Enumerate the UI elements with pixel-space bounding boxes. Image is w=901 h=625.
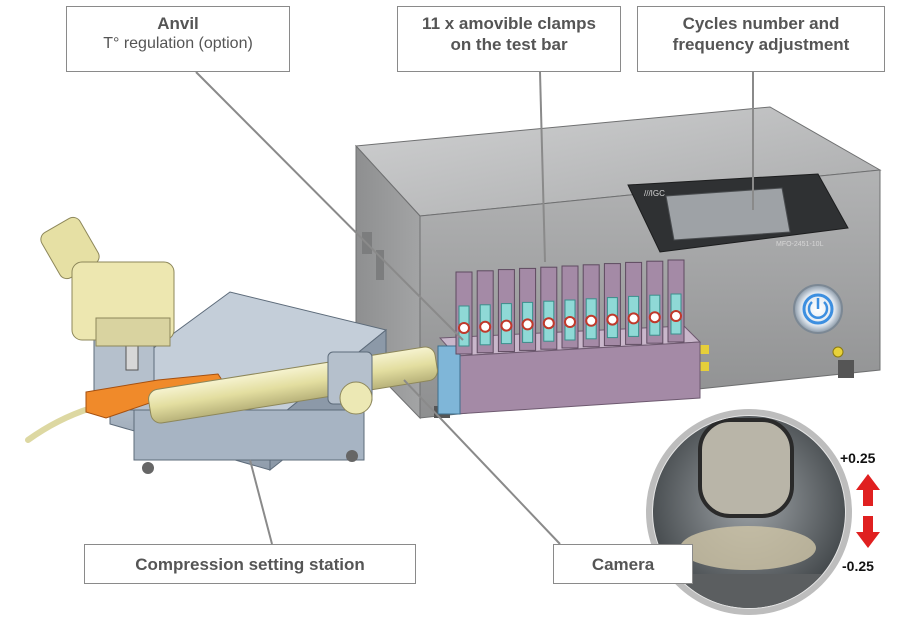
brand-logo: ///IGC (644, 189, 665, 198)
microscope-head (40, 216, 175, 347)
test-bar-clamp (540, 266, 558, 350)
leader-compression (249, 459, 273, 545)
compression-label: Compression setting station (135, 555, 365, 574)
cycles-line-2: frequency adjustment (672, 35, 850, 55)
scale-minus-label: -0.25 (842, 558, 874, 574)
camera-cylinder (148, 346, 438, 424)
leader-lines (195, 71, 754, 545)
clamp-row (455, 259, 685, 355)
model-plate: MFO-2451-10L (776, 241, 824, 248)
camera-view-inset (646, 409, 852, 615)
leader-anvil (195, 71, 464, 341)
arrow-down-icon (856, 516, 880, 548)
leader-camera (403, 379, 561, 545)
connector (697, 362, 709, 371)
test-bar-clamp (582, 264, 600, 348)
compression-callout: Compression setting station (84, 544, 416, 584)
side-vent (376, 250, 384, 280)
clamps-callout: 11 x amovible clamps on the test bar (397, 6, 621, 72)
test-bar-clamp (625, 261, 643, 345)
test-bar-clamp (603, 263, 621, 347)
anvil-pin (125, 343, 139, 371)
status-led (832, 346, 844, 358)
anvil-callout: Anvil T° regulation (option) (66, 6, 290, 72)
connector (697, 345, 709, 354)
arrow-up-icon (856, 474, 880, 506)
station-foot (142, 462, 154, 474)
test-bar-clamp (497, 269, 515, 353)
test-bar-clamp (476, 270, 494, 354)
anvil-subtitle: T° regulation (option) (103, 35, 253, 53)
cycles-callout: Cycles number and frequency adjustment (637, 6, 885, 72)
camera-label: Camera (591, 555, 655, 574)
test-bar-clamp (646, 260, 664, 344)
device-foot (838, 360, 854, 378)
power-icon (807, 298, 829, 319)
leader-clamps (539, 71, 546, 263)
clamps-line-1: 11 x amovible clamps (422, 14, 596, 33)
station-foot (346, 450, 358, 462)
test-bar-clamp (561, 265, 579, 349)
test-bar-clamp (667, 259, 685, 343)
camera-callout: Camera (553, 544, 693, 584)
scale-plus-label: +0.25 (840, 450, 876, 466)
microscope-base (95, 317, 171, 347)
anvil-title: Anvil (157, 14, 199, 33)
test-bar-clamp (455, 271, 473, 355)
clamp-assembly (437, 259, 702, 415)
test-bar-clamp (519, 267, 537, 351)
camera-specimen (680, 526, 816, 570)
clamp-knob (339, 381, 373, 415)
power-button[interactable] (793, 284, 843, 334)
camera-clamp-jaw (698, 418, 794, 518)
display-screen (665, 187, 791, 241)
blue-bracket (437, 345, 461, 415)
clamps-line-2: on the test bar (450, 35, 568, 55)
cycles-line-1: Cycles number and (682, 14, 840, 33)
